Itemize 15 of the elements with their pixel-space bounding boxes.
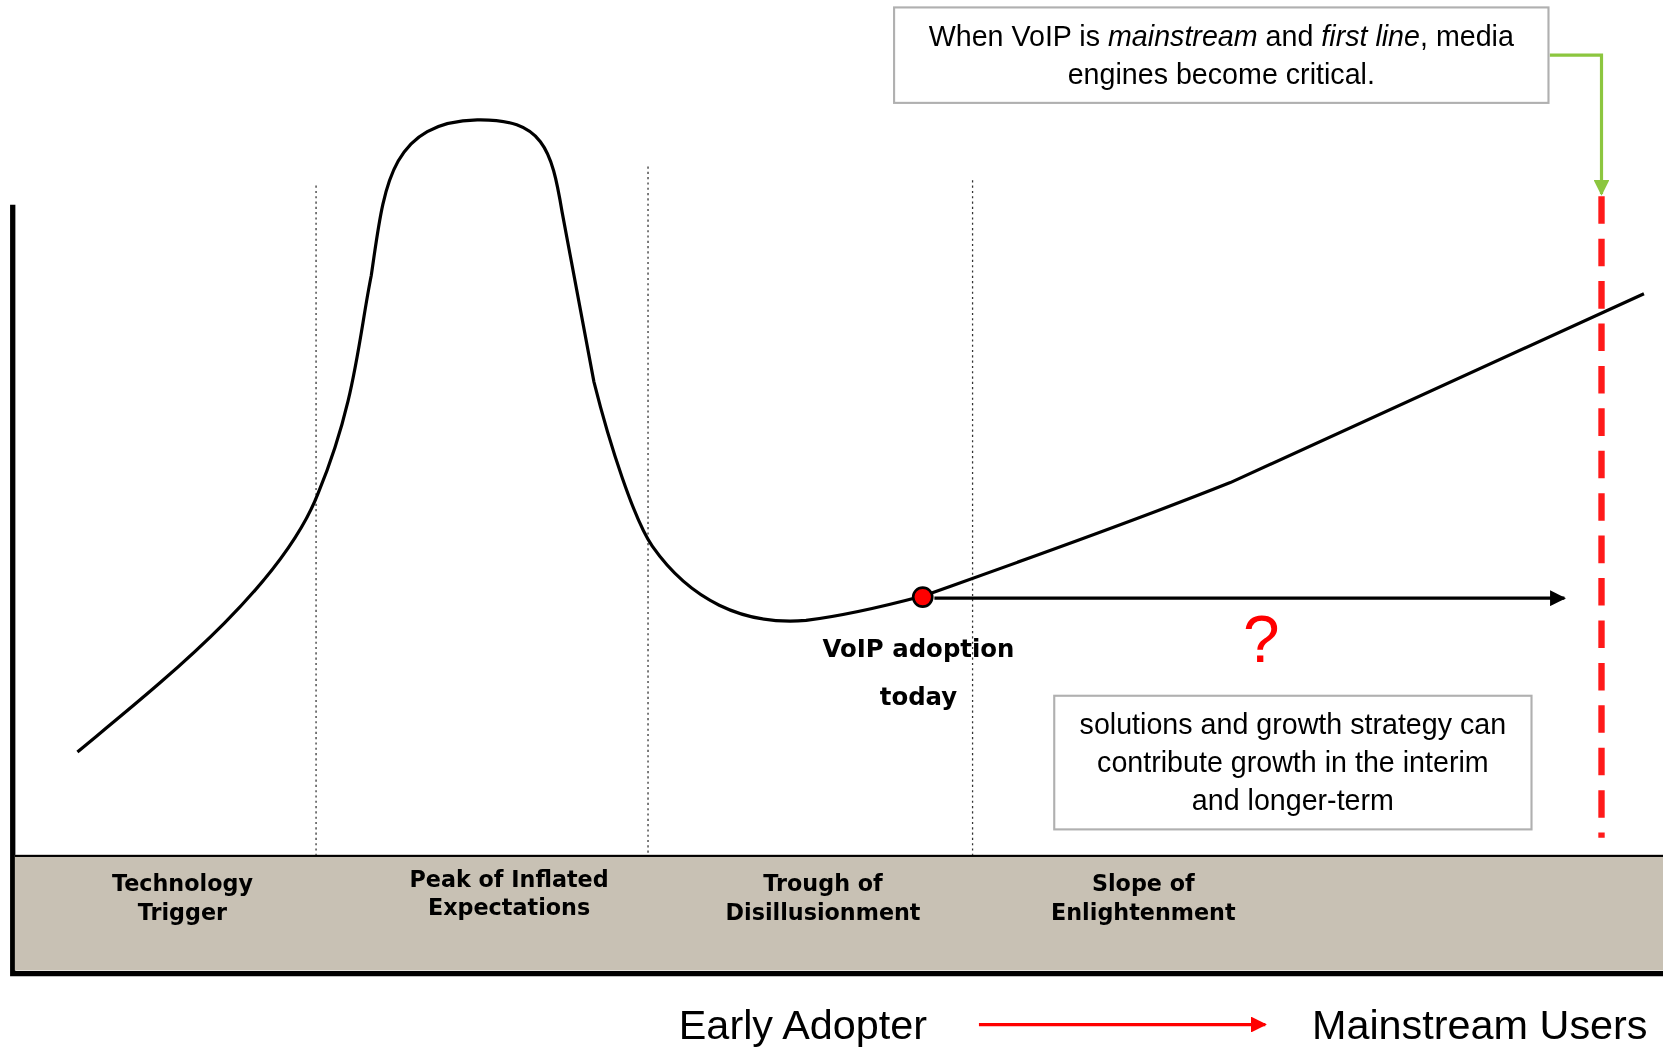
callout-box: solutions and growth strategy can contribute growth in the interim and longer-term (1053, 694, 1533, 831)
phase-label: Trough of Disillusionment (724, 869, 922, 927)
axis-label: Early Adopter (678, 1002, 928, 1049)
callout-box: When VoIP is mainstream and first line, media engines become critical. (893, 6, 1550, 104)
arrow (934, 590, 1566, 607)
question-mark: ? (1243, 602, 1280, 677)
point-marker (911, 586, 934, 608)
arrow (1549, 53, 1610, 196)
point-label: VoIP adoption today (821, 633, 1016, 713)
phase-label: Peak of Inflated Expectations (408, 865, 610, 923)
arrow (978, 1016, 1267, 1033)
phase-label: Slope of Enlightenment (1050, 869, 1237, 927)
phase-label: Technology Trigger (110, 869, 254, 927)
phase-band (14, 854, 1663, 971)
axis-label: Mainstream Users (1311, 1002, 1648, 1049)
